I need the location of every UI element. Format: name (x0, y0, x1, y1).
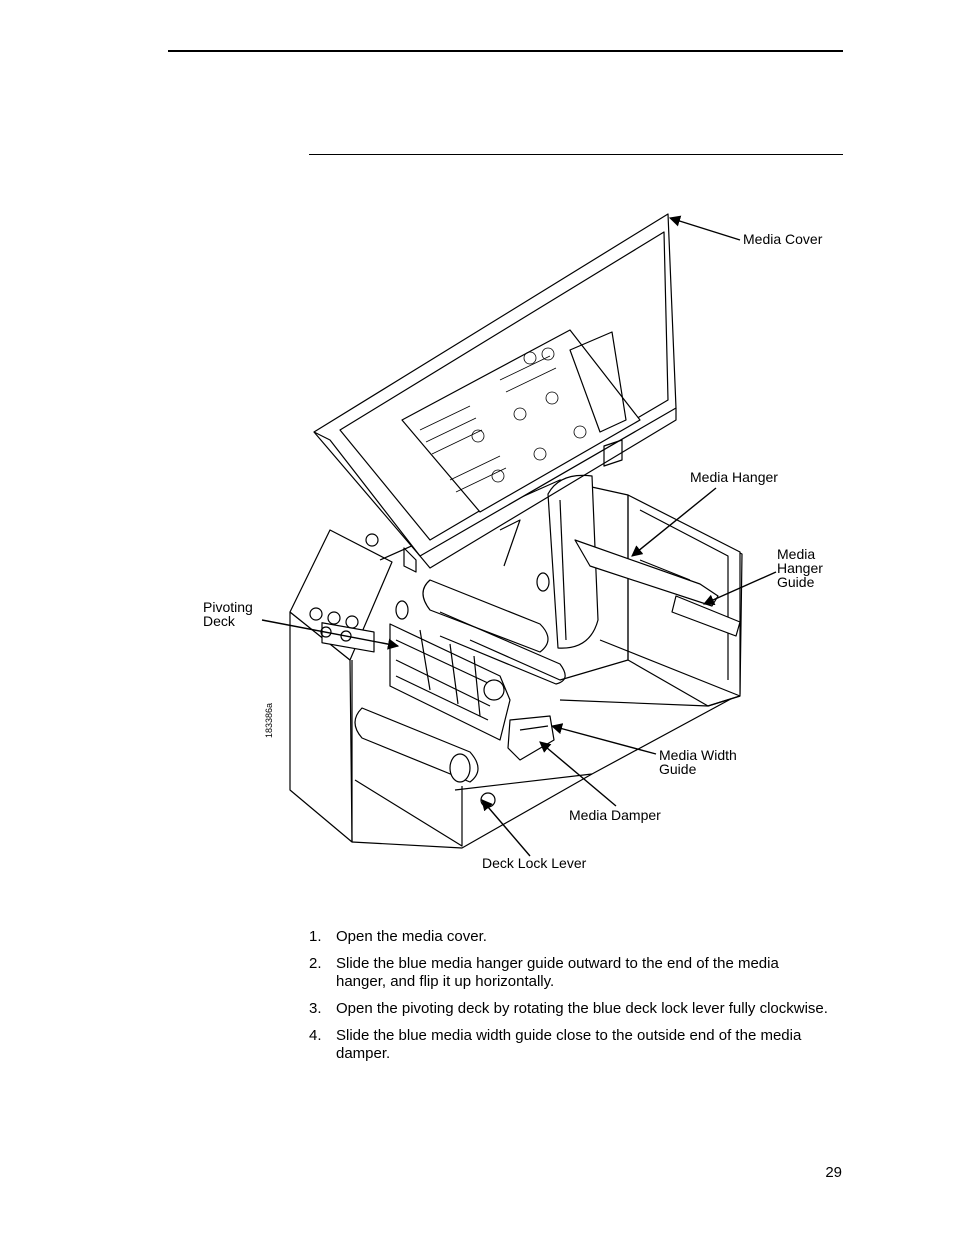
callout-pivoting-deck: Pivoting Deck (203, 599, 253, 629)
label-panel (401, 329, 641, 513)
figure-id-label: 183386a (264, 702, 274, 738)
leader-media-hanger-guide (702, 571, 777, 606)
step-item: 2. Slide the blue media hanger guide out… (309, 955, 829, 991)
leader-deck-lock-lever (481, 799, 531, 857)
callout-media-cover: Media Cover (743, 231, 823, 247)
hanger-guide-plate (671, 595, 741, 637)
leader-media-cover (668, 215, 741, 241)
step-item: 3. Open the pivoting deck by rotating th… (309, 1000, 829, 1018)
leader-media-width-guide (550, 723, 657, 755)
step-number: 1. (309, 928, 322, 945)
leader-media-hanger (631, 487, 717, 557)
step-number: 4. (309, 1027, 322, 1044)
page-number: 29 (825, 1164, 842, 1181)
platen-roller (354, 707, 479, 783)
printer-illustration (261, 213, 777, 857)
step-item: 4. Slide the blue media width guide clos… (309, 1027, 829, 1063)
callout-media-width-guide: Media Width Guide (659, 747, 737, 777)
step-number: 3. (309, 1000, 322, 1017)
step-text: Slide the blue media width guide close t… (336, 1027, 802, 1062)
step-item: 1. Open the media cover. (309, 928, 829, 946)
callout-media-damper: Media Damper (569, 807, 661, 823)
callout-media-hanger: Media Hanger (690, 469, 778, 485)
step-text: Open the media cover. (336, 928, 487, 945)
media-damper (507, 715, 555, 761)
callout-media-hanger-guide: Media Hanger Guide (777, 546, 823, 590)
leader-media-damper (539, 741, 617, 807)
step-text: Open the pivoting deck by rotating the b… (336, 1000, 828, 1017)
roller-upper (422, 579, 549, 653)
leader-pivoting-deck (261, 619, 400, 650)
section-rule (309, 154, 843, 155)
header-rule (168, 50, 843, 52)
callout-deck-lock-lever: Deck Lock Lever (482, 855, 587, 871)
step-number: 2. (309, 955, 322, 972)
procedure-steps: 1. Open the media cover. 2. Slide the bl… (309, 928, 829, 1072)
step-text: Slide the blue media hanger guide outwar… (336, 955, 779, 990)
